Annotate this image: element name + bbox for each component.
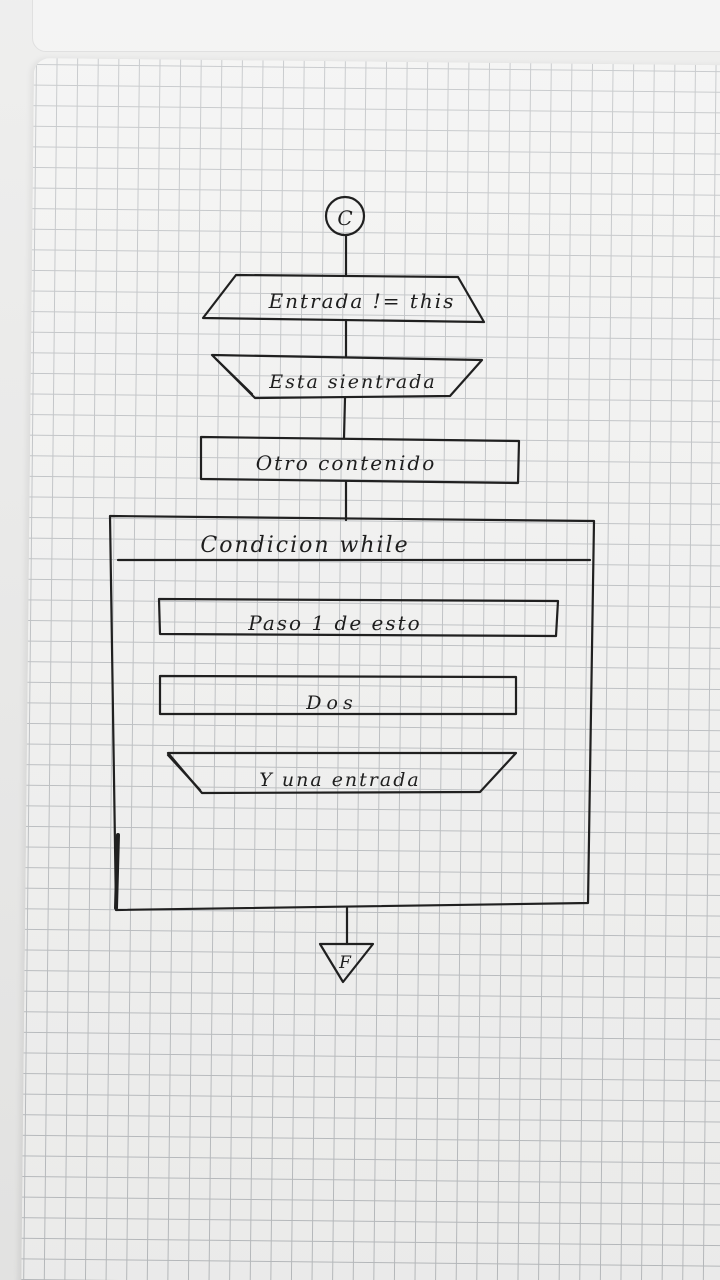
input-1-label: Entrada != this [268, 289, 456, 313]
end-connector: F [318, 942, 375, 984]
loop-output-label: Y una entrada [259, 769, 420, 791]
loop-step-1-label: Paso 1 de esto [247, 611, 421, 635]
loop-step-box-1: Paso 1 de esto [157, 597, 560, 638]
output-1-label: Esta sientrada [268, 371, 436, 393]
end-connector-label: F [338, 953, 352, 973]
process-box-1: Otro contenido [199, 435, 521, 485]
while-loop-box: Condicion while [108, 514, 596, 912]
process-1-label: Otro contenido [256, 451, 437, 475]
previous-page [32, 0, 720, 52]
loop-output-shape: Y una entrada [166, 751, 518, 795]
output-shape-1: Esta sientrada [210, 353, 484, 400]
loop-condition-label: Condicion while [200, 533, 409, 558]
loop-step-box-2: Dos [158, 674, 518, 716]
start-connector: C [324, 195, 366, 237]
input-shape-1: Entrada != this [201, 273, 486, 324]
start-connector-label: C [337, 206, 352, 230]
flow-line [342, 396, 347, 440]
loop-step-2-label: Dos [305, 692, 357, 714]
